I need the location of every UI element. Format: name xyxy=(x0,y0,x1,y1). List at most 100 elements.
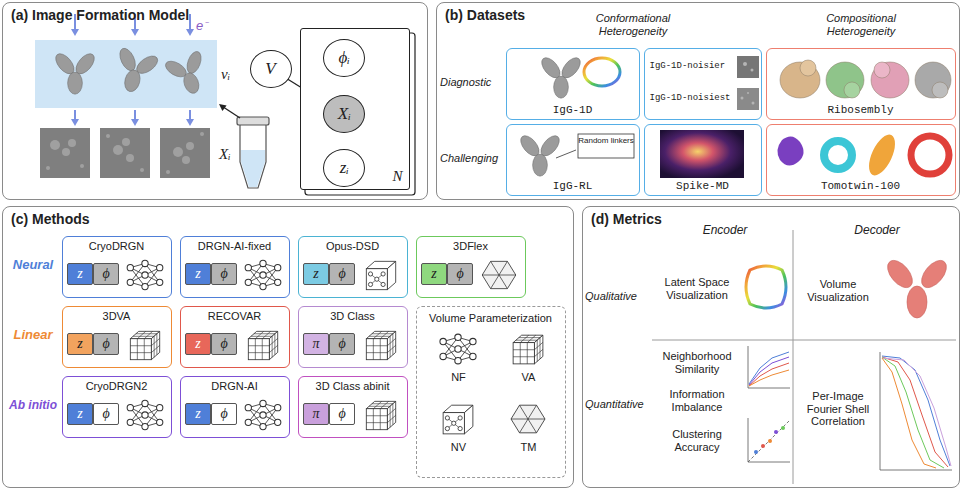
dataset-box: Tomotwin-100 xyxy=(766,124,956,196)
text-label: Neural xyxy=(6,258,60,273)
panel-title: (c) Methods xyxy=(11,211,90,227)
node-text: ϕ xyxy=(212,266,236,282)
node-text: Opus-DSD xyxy=(326,240,379,253)
latent-square: ϕ xyxy=(211,403,237,425)
node-text: NF xyxy=(437,371,481,384)
metric-figures xyxy=(746,256,952,470)
text-label: Volume Visualization xyxy=(798,278,878,303)
node-text: 3DFlex xyxy=(453,240,488,253)
panel-title: (b) Datasets xyxy=(445,7,525,23)
metric-grid xyxy=(652,230,956,484)
latent-square: ϕ xyxy=(329,403,355,425)
node-text: 3D Class abinit xyxy=(316,380,390,393)
node-text: z xyxy=(186,336,210,352)
latent-square: ϕ xyxy=(93,333,119,355)
dataset-box: IgG-1D xyxy=(506,48,640,120)
latent-square: π xyxy=(303,333,329,355)
latent-square: z xyxy=(185,333,211,355)
node-text: IgG-1D-noisier xyxy=(650,61,726,71)
node-text: ϕ xyxy=(330,406,354,422)
panel-title: (a) Image Formation Model xyxy=(11,7,189,23)
latent-square: ϕ xyxy=(447,263,473,285)
latent-square: z xyxy=(185,263,211,285)
latent-square: π xyxy=(303,403,329,425)
node-text: TM xyxy=(507,441,551,454)
method-box: 3DFlex zϕ xyxy=(416,236,526,298)
method-icons xyxy=(127,260,545,434)
variable-circle: Xᵢ xyxy=(323,95,365,133)
node-text: ϕ xyxy=(448,266,472,282)
node-text: z xyxy=(186,266,210,282)
latent-square: z xyxy=(67,333,93,355)
latent-square: ϕ xyxy=(211,333,237,355)
text-label: Information Imbalance xyxy=(654,388,740,413)
method-box: 3D Class abinit πϕ xyxy=(298,376,408,438)
latent-square: z xyxy=(303,263,329,285)
node-text: π xyxy=(304,336,328,352)
text-label: Random linkers xyxy=(578,136,634,146)
latent-square: z xyxy=(67,263,93,285)
node-text: ϕ xyxy=(212,336,236,352)
text-label: Compositional Heterogeneity xyxy=(801,12,921,37)
latent-square: ϕ xyxy=(211,263,237,285)
variable-circle: ϕᵢ xyxy=(323,39,365,77)
method-box: DRGN-AI-fixed zϕ xyxy=(180,236,290,298)
node-text: N xyxy=(392,168,402,185)
method-box: CryoDRGN2zϕ xyxy=(62,376,172,438)
method-box: 3D Classπϕ xyxy=(298,306,408,368)
node-text: 3D Class xyxy=(330,310,375,323)
text-label: Neighborhood Similarity xyxy=(654,350,740,375)
node-text: z xyxy=(304,266,328,282)
dataset-images xyxy=(517,54,951,179)
proteins xyxy=(52,43,215,100)
latent-square: z xyxy=(185,403,211,425)
node-text: RECOVAR xyxy=(208,310,262,323)
node-text: IgG-RL xyxy=(553,180,593,193)
node-text: z xyxy=(68,336,92,352)
text-label: vᵢ xyxy=(221,66,243,83)
text-label: Decoder xyxy=(798,224,956,238)
panel-title: (d) Metrics xyxy=(591,211,662,227)
dataset-box: IgG-1D-noisierIgG-1D-noisiest xyxy=(644,48,762,120)
node-text: Xᵢ xyxy=(324,105,364,125)
panel-box: (c) MethodsCryoDRGNzϕDRGN-AI-fixedzϕOpus… xyxy=(2,206,574,488)
node-text: z xyxy=(68,266,92,282)
node-text: z xyxy=(186,406,210,422)
latent-square: ϕ xyxy=(329,333,355,355)
text-label: Ab initio xyxy=(4,399,62,413)
node-text: Volume Parameterization xyxy=(429,312,552,325)
plate-box: NϕᵢXᵢzᵢ xyxy=(300,28,410,190)
node-text: Spike-MD xyxy=(676,180,729,193)
text-label: Conformational Heterogeneity xyxy=(573,12,693,37)
node-text: IgG-1D-noisiest xyxy=(650,93,731,103)
micrographs xyxy=(40,128,210,178)
text-label: Clustering Accuracy xyxy=(654,428,740,453)
node-text: CryoDRGN xyxy=(89,240,145,253)
latent-square: z xyxy=(67,403,93,425)
dataset-box: Spike-MD xyxy=(644,124,762,196)
node-text: ϕᵢ xyxy=(324,49,364,69)
text-label: Diagnostic xyxy=(440,76,504,89)
node-text: NV xyxy=(437,441,481,454)
latent-square: z xyxy=(421,263,447,285)
text-label: Per-Image Fourier Shell Correlation xyxy=(798,390,878,428)
node-text: z xyxy=(422,266,446,282)
latent-square: ϕ xyxy=(329,263,355,285)
method-box: Opus-DSD zϕ xyxy=(298,236,408,298)
node-text: ϕ xyxy=(94,266,118,282)
parameterization-box: Volume ParameterizationNFVANVTM xyxy=(416,306,566,478)
node-text: DRGN-AI xyxy=(211,380,257,393)
method-box: CryoDRGN zϕ xyxy=(62,236,172,298)
node-text: Ribosembly xyxy=(827,104,893,117)
node-text: π xyxy=(304,406,328,422)
sample-tube xyxy=(219,104,269,188)
text-label: Qualitative xyxy=(585,290,651,303)
node-text: 3DVA xyxy=(103,310,131,323)
node-text: DRGN-AI-fixed xyxy=(198,240,271,253)
method-box: 3DVA zϕ xyxy=(62,306,172,368)
text-label: Challenging xyxy=(440,152,504,165)
node-text: CryoDRGN2 xyxy=(86,380,148,393)
node-text: ϕ xyxy=(94,336,118,352)
panel-box: (a) Image Formation ModelVNϕᵢXᵢzᵢ xyxy=(2,2,428,200)
text-label: Xᵢ xyxy=(219,146,243,163)
